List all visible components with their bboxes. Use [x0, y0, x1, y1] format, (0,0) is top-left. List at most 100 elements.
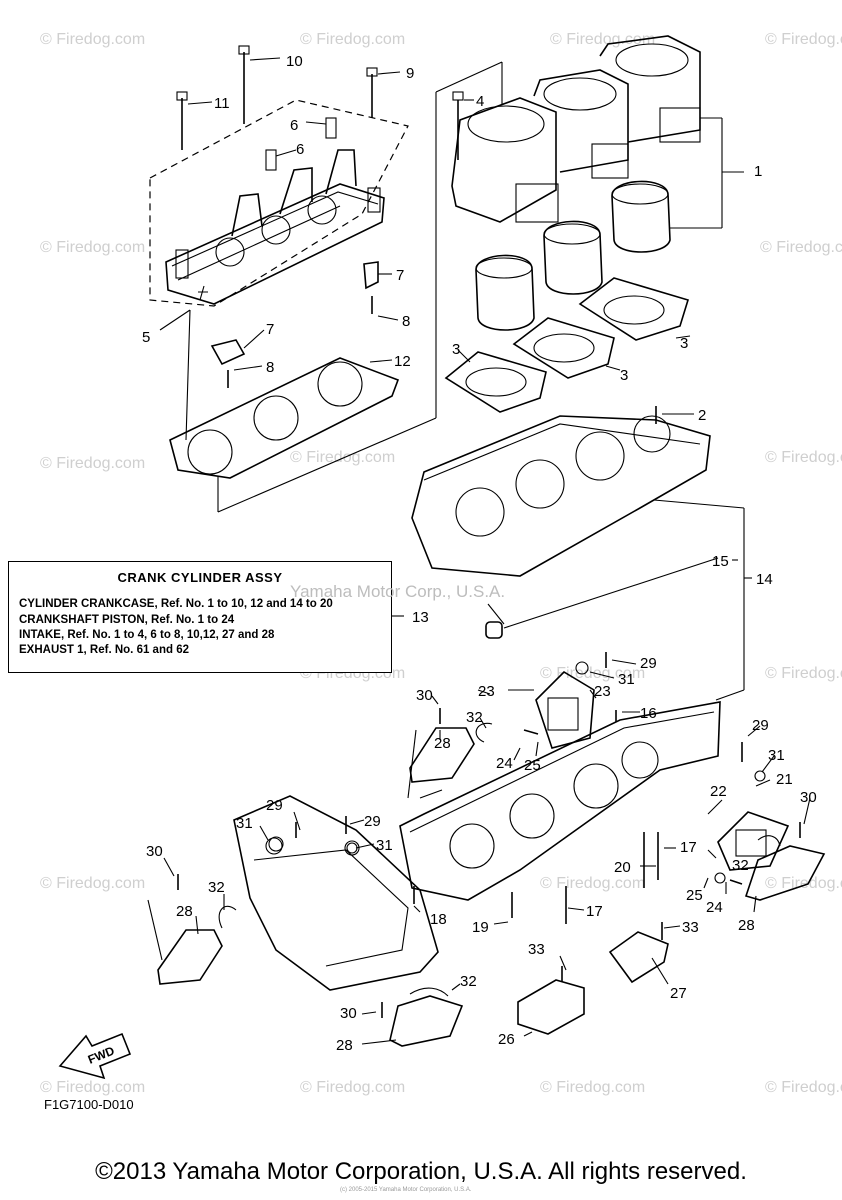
assembly-legend-box: CRANK CYLINDER ASSY CYLINDER CRANKCASE, … [8, 561, 392, 673]
lower-crankcase [399, 701, 721, 901]
callout-30: 30 [800, 789, 817, 806]
watermark: © Firedog.com [540, 875, 645, 892]
watermark: © Firedog.com [290, 449, 395, 466]
callout-20: 20 [614, 859, 631, 876]
callout-32: 32 [208, 879, 225, 896]
pistons [475, 180, 671, 331]
callout-6: 6 [290, 117, 298, 134]
leader-lines [163, 57, 811, 1045]
callout-15: 15 [712, 553, 729, 570]
assembly-title: CRANK CYLINDER ASSY [117, 570, 283, 585]
assembly-line: CYLINDER CRANKCASE, Ref. No. 1 to 10, 12… [19, 598, 333, 610]
callout-14: 14 [756, 571, 773, 588]
watermark: © Firedog.com [300, 31, 405, 48]
callout-17: 17 [586, 903, 603, 920]
watermark: © Firedog.com [540, 1079, 645, 1096]
callout-12: 12 [394, 353, 411, 370]
callout-31: 31 [618, 671, 635, 688]
callout-28: 28 [738, 917, 755, 934]
callout-17: 17 [680, 839, 697, 856]
callout-33: 33 [682, 919, 699, 936]
watermark: © Firedog.com [765, 665, 842, 682]
callout-31: 31 [236, 815, 253, 832]
callout-7: 7 [266, 321, 274, 338]
callout-30: 30 [416, 687, 433, 704]
callout-19: 19 [472, 919, 489, 936]
tiny-copyright-note: (c) 2005-2015 Yamaha Motor Corporation, … [340, 1187, 472, 1193]
small-fasteners [177, 652, 801, 1018]
reed-valves [535, 670, 790, 871]
callout-18: 18 [430, 911, 447, 928]
callout-25: 25 [524, 757, 541, 774]
callout-5: 5 [142, 329, 150, 346]
callout-21: 21 [776, 771, 793, 788]
covers [517, 931, 669, 1035]
callout-32: 32 [732, 857, 749, 874]
callout-29: 29 [640, 655, 657, 672]
callout-7: 7 [396, 267, 404, 284]
callout-4: 4 [476, 93, 484, 110]
callout-22: 23 [478, 683, 495, 700]
watermark: © Firedog.com [765, 1079, 842, 1096]
callout-layer: 10 9 11 4 6 6 1 7 8 5 7 3 3 12 8 3 2 15 … [142, 53, 817, 1054]
callout-13: 13 [412, 609, 429, 626]
callout-23: 22 [710, 783, 727, 800]
callout-30: 30 [340, 1005, 357, 1022]
head-group-dashed-outline [149, 99, 409, 307]
callout-32: 32 [460, 973, 477, 990]
assembly-line: CRANKSHAFT PISTON, Ref. No. 1 to 24 [19, 614, 235, 626]
callout-2: 2 [698, 407, 706, 424]
hoses [218, 722, 781, 997]
callout-16: 16 [640, 705, 657, 722]
callout-8: 8 [402, 313, 410, 330]
callout-9: 9 [406, 65, 414, 82]
watermark: © Firedog.com [765, 31, 842, 48]
watermark: © Firedog.com [40, 1079, 145, 1096]
callout-30: 30 [146, 843, 163, 860]
callout-32: 32 [466, 709, 483, 726]
callout-24: 24 [496, 755, 513, 772]
callout-29: 29 [752, 717, 769, 734]
watermark: © Firedog.com [765, 875, 842, 892]
watermark: © Firedog.com [760, 239, 842, 256]
watermark: © Firedog.com [550, 31, 655, 48]
watermark: © Firedog.com [40, 455, 145, 472]
cylinder-head [165, 149, 385, 305]
forward-arrow: FWD [58, 1032, 132, 1080]
assembly-watermark: Yamaha Motor Corp., U.S.A. [290, 582, 506, 601]
fwd-label: FWD [86, 1043, 117, 1066]
engine-mounts [157, 727, 826, 1047]
watermark: © Firedog.com [300, 1079, 405, 1096]
callout-31: 31 [376, 837, 393, 854]
callout-31: 31 [768, 747, 785, 764]
callout-29: 29 [266, 797, 283, 814]
head-gasket [169, 357, 400, 479]
callout-11: 11 [214, 95, 230, 112]
copyright-footer: ©2013 Yamaha Motor Corporation, U.S.A. A… [95, 1158, 747, 1185]
watermark: © Firedog.com [765, 449, 842, 466]
callout-6: 6 [296, 141, 304, 158]
callout-3: 3 [680, 335, 688, 352]
callout-23: 23 [594, 683, 611, 700]
callout-24: 24 [706, 899, 723, 916]
cylinder-block [451, 35, 701, 223]
head-fasteners [176, 45, 379, 388]
watermark: © Firedog.com [40, 239, 145, 256]
callout-3: 3 [452, 341, 460, 358]
callout-28: 28 [176, 903, 193, 920]
seal-15 [485, 621, 503, 639]
callout-10: 10 [286, 53, 303, 70]
upper-crankcase [411, 406, 711, 577]
callout-8: 8 [266, 359, 274, 376]
watermark: © Firedog.com [40, 31, 145, 48]
callout-27: 27 [670, 985, 687, 1002]
callout-28: 28 [434, 735, 451, 752]
callout-29: 29 [364, 813, 381, 830]
assembly-line: INTAKE, Ref. No. 1 to 4, 6 to 8, 10,12, … [19, 629, 275, 641]
base-gaskets [444, 277, 690, 413]
callout-25: 25 [686, 887, 703, 904]
watermark: © Firedog.com [540, 665, 645, 682]
exhaust-manifold [233, 795, 439, 991]
callout-1: 1 [754, 163, 762, 180]
